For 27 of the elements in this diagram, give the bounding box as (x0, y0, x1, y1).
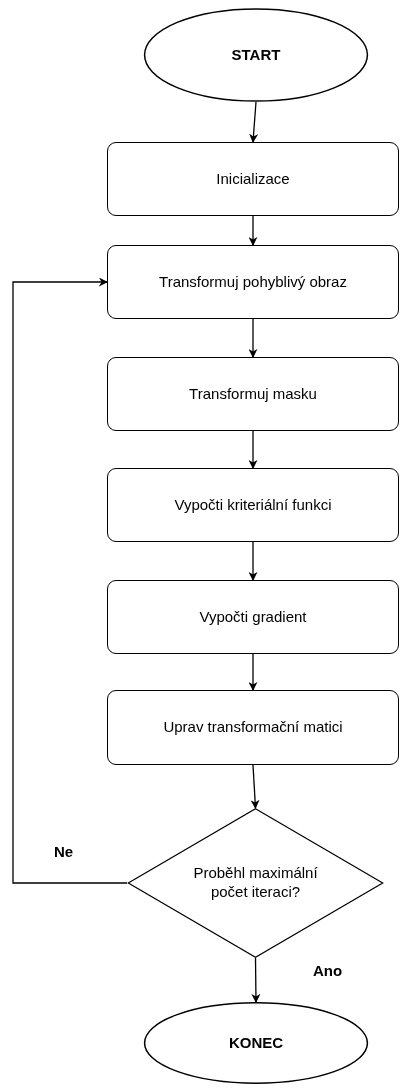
terminal-ellipse (143, 8, 369, 102)
arrow (12, 277, 128, 884)
process-box (107, 468, 399, 542)
process-box (107, 142, 399, 216)
node-label: Vypočti gradient (198, 607, 308, 627)
node-label: Transformuj pohyblivý obraz (158, 272, 348, 292)
node-label: START (230, 45, 282, 65)
terminal-ellipse (143, 1002, 369, 1084)
process-box (107, 580, 399, 654)
arrow (248, 541, 258, 581)
arrow (249, 101, 259, 143)
node-label: Vypočti kriteriální funkci (173, 495, 333, 515)
arrow (251, 957, 261, 1003)
arrow (248, 430, 258, 469)
arrow (248, 653, 258, 691)
node-label: Transformuj masku (188, 384, 318, 404)
node-label: KONEC (227, 1033, 285, 1053)
process-box (107, 690, 399, 765)
decision-diamond (127, 808, 384, 958)
node-label: Inicializace (215, 169, 291, 189)
arrow (250, 764, 260, 809)
node-label: Proběhl maximální počet iteraci? (192, 864, 319, 902)
arrow (248, 215, 258, 246)
arrow (248, 318, 258, 358)
process-box (107, 357, 399, 431)
process-box (107, 245, 399, 319)
node-label: Uprav transformační matici (162, 718, 344, 737)
